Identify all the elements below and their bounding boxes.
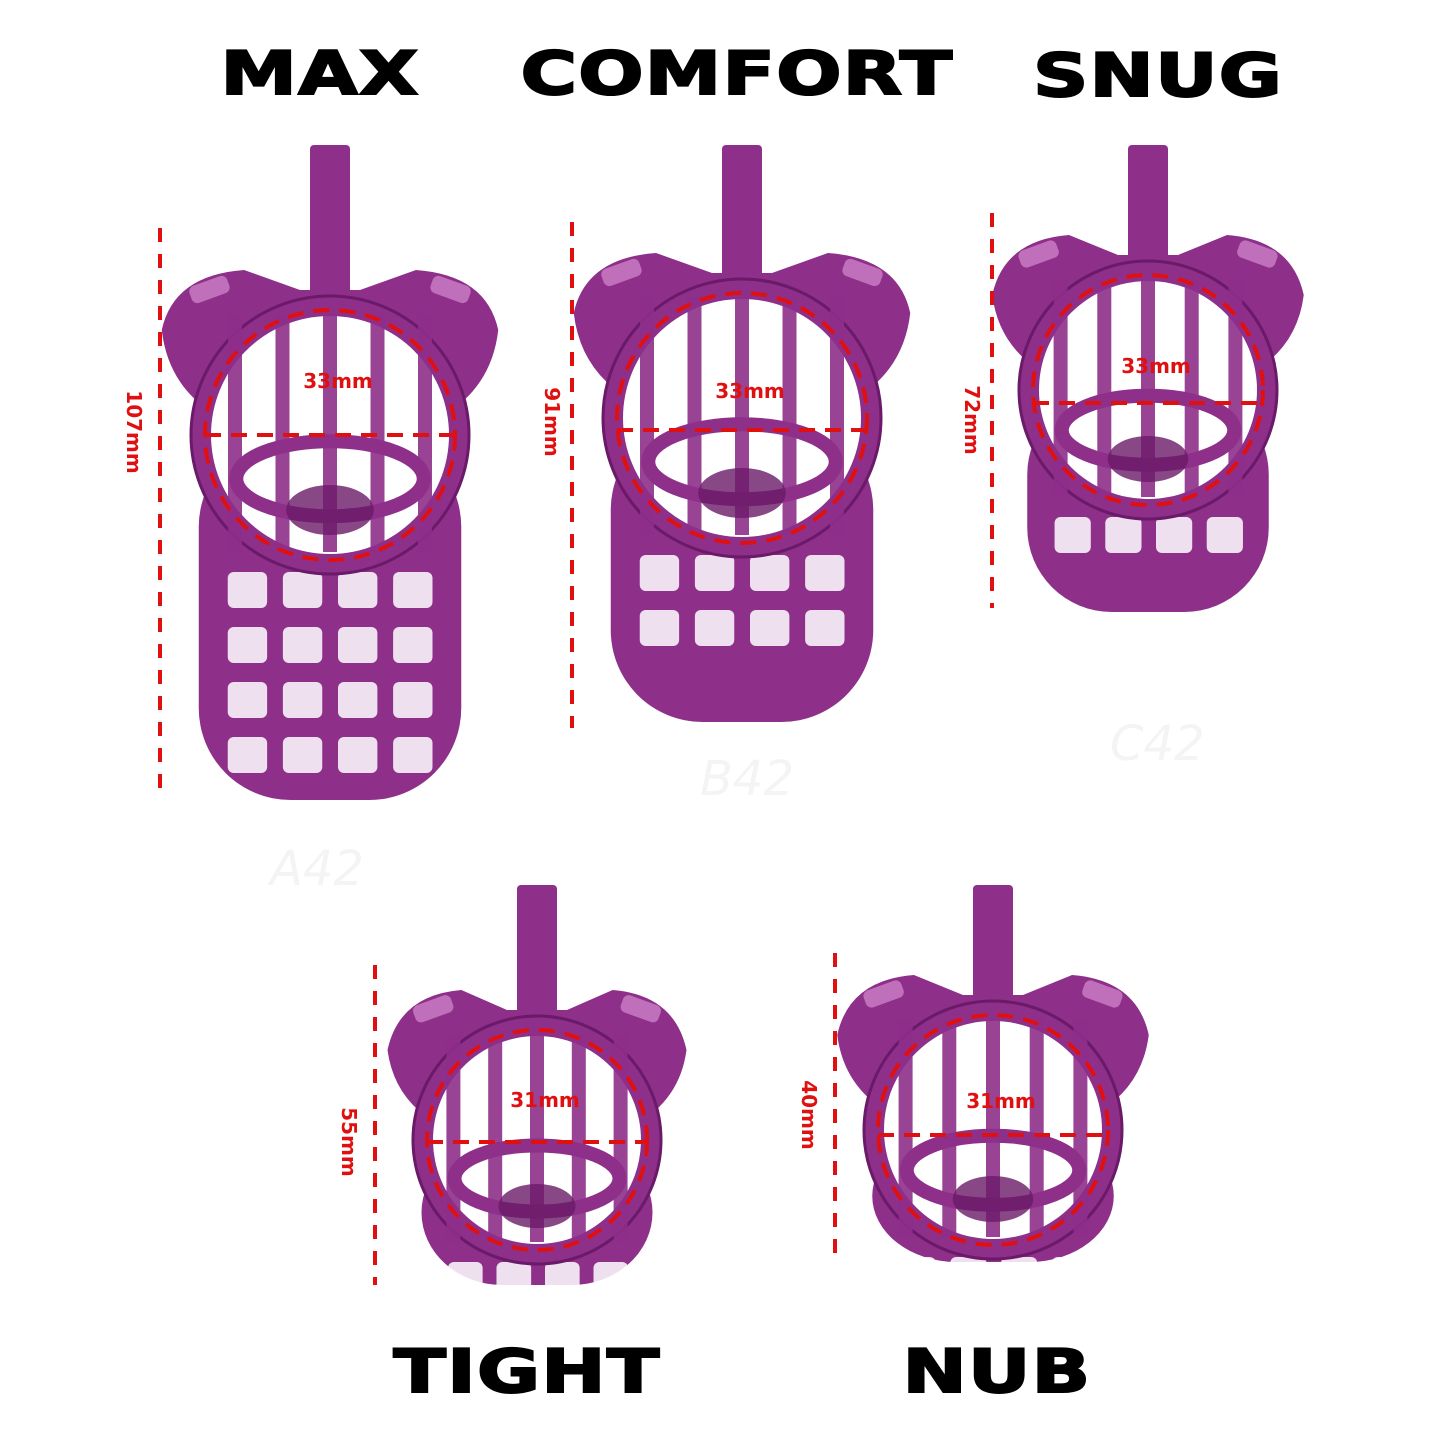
cage-window (227, 737, 268, 773)
cage-window (593, 1262, 629, 1298)
cage-window (282, 572, 323, 608)
diameter-circle (1031, 273, 1265, 507)
cage-window (1001, 1257, 1038, 1293)
slot (842, 258, 883, 287)
cage-window (282, 737, 323, 773)
slot (189, 275, 230, 304)
cage-bar (782, 297, 797, 535)
handle (722, 145, 762, 313)
cage-window (282, 682, 323, 718)
length-label: 72mm (960, 385, 984, 455)
cage-window (447, 1262, 483, 1298)
cage-window (393, 682, 433, 718)
cage-window (227, 682, 268, 718)
cage-snug (992, 145, 1304, 612)
watermark-a: A42 (267, 841, 364, 897)
slot (1018, 240, 1059, 268)
diameter-label: 33mm (303, 369, 373, 393)
length-label: 107mm (122, 390, 146, 473)
dimensions-tight: 55mm 31mm (337, 965, 649, 1285)
size-title-tight: TIGHT (392, 1337, 661, 1407)
dimensions-snug: 72mm 33mm (960, 213, 1265, 608)
cage-window (393, 627, 433, 663)
size-title-max: MAX (219, 39, 420, 109)
cage-window (1054, 517, 1091, 553)
cage-bar (687, 297, 702, 535)
cage-window (950, 1257, 987, 1293)
slot (620, 995, 661, 1023)
cage-window (750, 610, 790, 646)
cage-bar (275, 314, 290, 552)
mesh-tip (1107, 436, 1189, 482)
cage-window (338, 572, 378, 608)
cage-window (899, 1257, 936, 1293)
cage-window (805, 555, 845, 591)
diameter-circle (615, 291, 869, 545)
dimensions-nub: 40mm 31mm (797, 953, 1110, 1255)
cage-bar (1029, 1019, 1044, 1237)
cage-window (639, 555, 680, 591)
dimensions-comfort: 91mm 33mm (540, 222, 869, 728)
slot (1082, 980, 1123, 1008)
cage-window (639, 610, 680, 646)
mesh-tip (286, 485, 374, 535)
diameter-label: 33mm (715, 379, 785, 403)
watermark-b: B42 (700, 751, 794, 807)
cage-window (694, 555, 735, 591)
cage-bar (1184, 279, 1199, 497)
size-title-snug: SNUG (1032, 41, 1284, 111)
cage-window (227, 627, 268, 663)
dimensions-max: 107mm 33mm (122, 228, 457, 800)
cage-bar (370, 314, 385, 552)
cage-window (750, 555, 790, 591)
cage-window (545, 1262, 580, 1298)
slot (413, 995, 454, 1023)
cage-window (694, 610, 735, 646)
cage-window (282, 627, 323, 663)
cage-window (1105, 517, 1142, 553)
mesh-tip (952, 1176, 1034, 1222)
length-label: 55mm (337, 1107, 361, 1177)
cage-comfort (573, 145, 911, 722)
cage-window (805, 610, 845, 646)
diameter-label: 33mm (1121, 354, 1191, 378)
cage-bar (1097, 279, 1112, 497)
cage-bar (488, 1034, 503, 1242)
cage-window (1156, 517, 1193, 553)
slot (601, 258, 642, 287)
watermark-c: C42 (1110, 716, 1205, 772)
cage-bar (942, 1019, 957, 1237)
handle (310, 145, 350, 330)
length-label: 40mm (797, 1080, 821, 1150)
mesh-tip (498, 1184, 576, 1228)
slot (1237, 240, 1278, 268)
diameter-circle (876, 1013, 1110, 1247)
cage-window (227, 572, 268, 608)
cage-window (338, 682, 378, 718)
cage-window (338, 627, 378, 663)
cage-bar (571, 1034, 586, 1242)
size-title-comfort: COMFORT (519, 39, 954, 109)
mesh-tip (698, 468, 786, 518)
cage-window (338, 737, 378, 773)
length-label: 91mm (540, 387, 564, 457)
handle (517, 885, 557, 1050)
cage-window (1206, 517, 1243, 553)
cage-window (393, 737, 433, 773)
cage-window (1051, 1257, 1088, 1293)
size-title-nub: NUB (901, 1337, 1092, 1407)
slot (430, 275, 471, 304)
cage-window (496, 1262, 532, 1298)
cage-window (393, 572, 433, 608)
slot (863, 980, 904, 1008)
cage-bar (640, 297, 654, 535)
diameter-label: 31mm (966, 1089, 1036, 1113)
diameter-label: 31mm (510, 1088, 580, 1112)
